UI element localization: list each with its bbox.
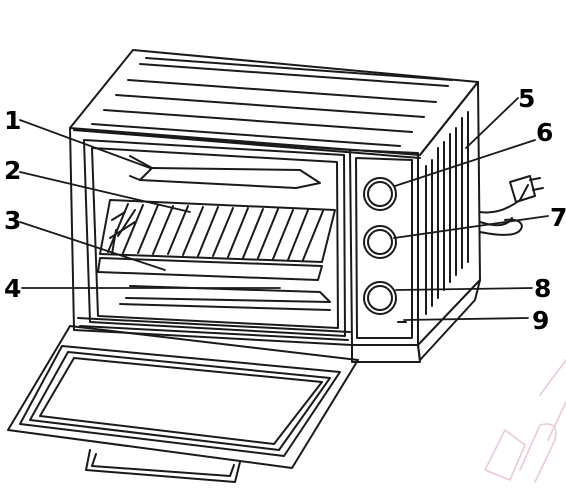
watermark [484, 359, 566, 483]
callout-4: 4 [4, 274, 22, 303]
door-handle [85, 449, 241, 483]
callout-5: 5 [518, 84, 536, 113]
callout-7: 7 [550, 203, 566, 232]
callout-1: 1 [4, 106, 22, 135]
power-cord [479, 175, 544, 236]
leader-lines [19, 97, 549, 321]
top-heating-element [129, 155, 321, 189]
front-frame [69, 127, 353, 346]
glass-door [7, 325, 359, 469]
callout-8: 8 [534, 274, 552, 303]
door-hinge [77, 317, 351, 341]
callout-3: 3 [4, 206, 22, 235]
callout-6: 6 [536, 118, 554, 147]
callout-9: 9 [532, 306, 550, 335]
baking-tray [97, 209, 323, 281]
control-panel [349, 149, 421, 363]
bottom-heating-element [119, 285, 331, 311]
wire-rack [99, 199, 336, 263]
callout-2: 2 [4, 156, 22, 185]
